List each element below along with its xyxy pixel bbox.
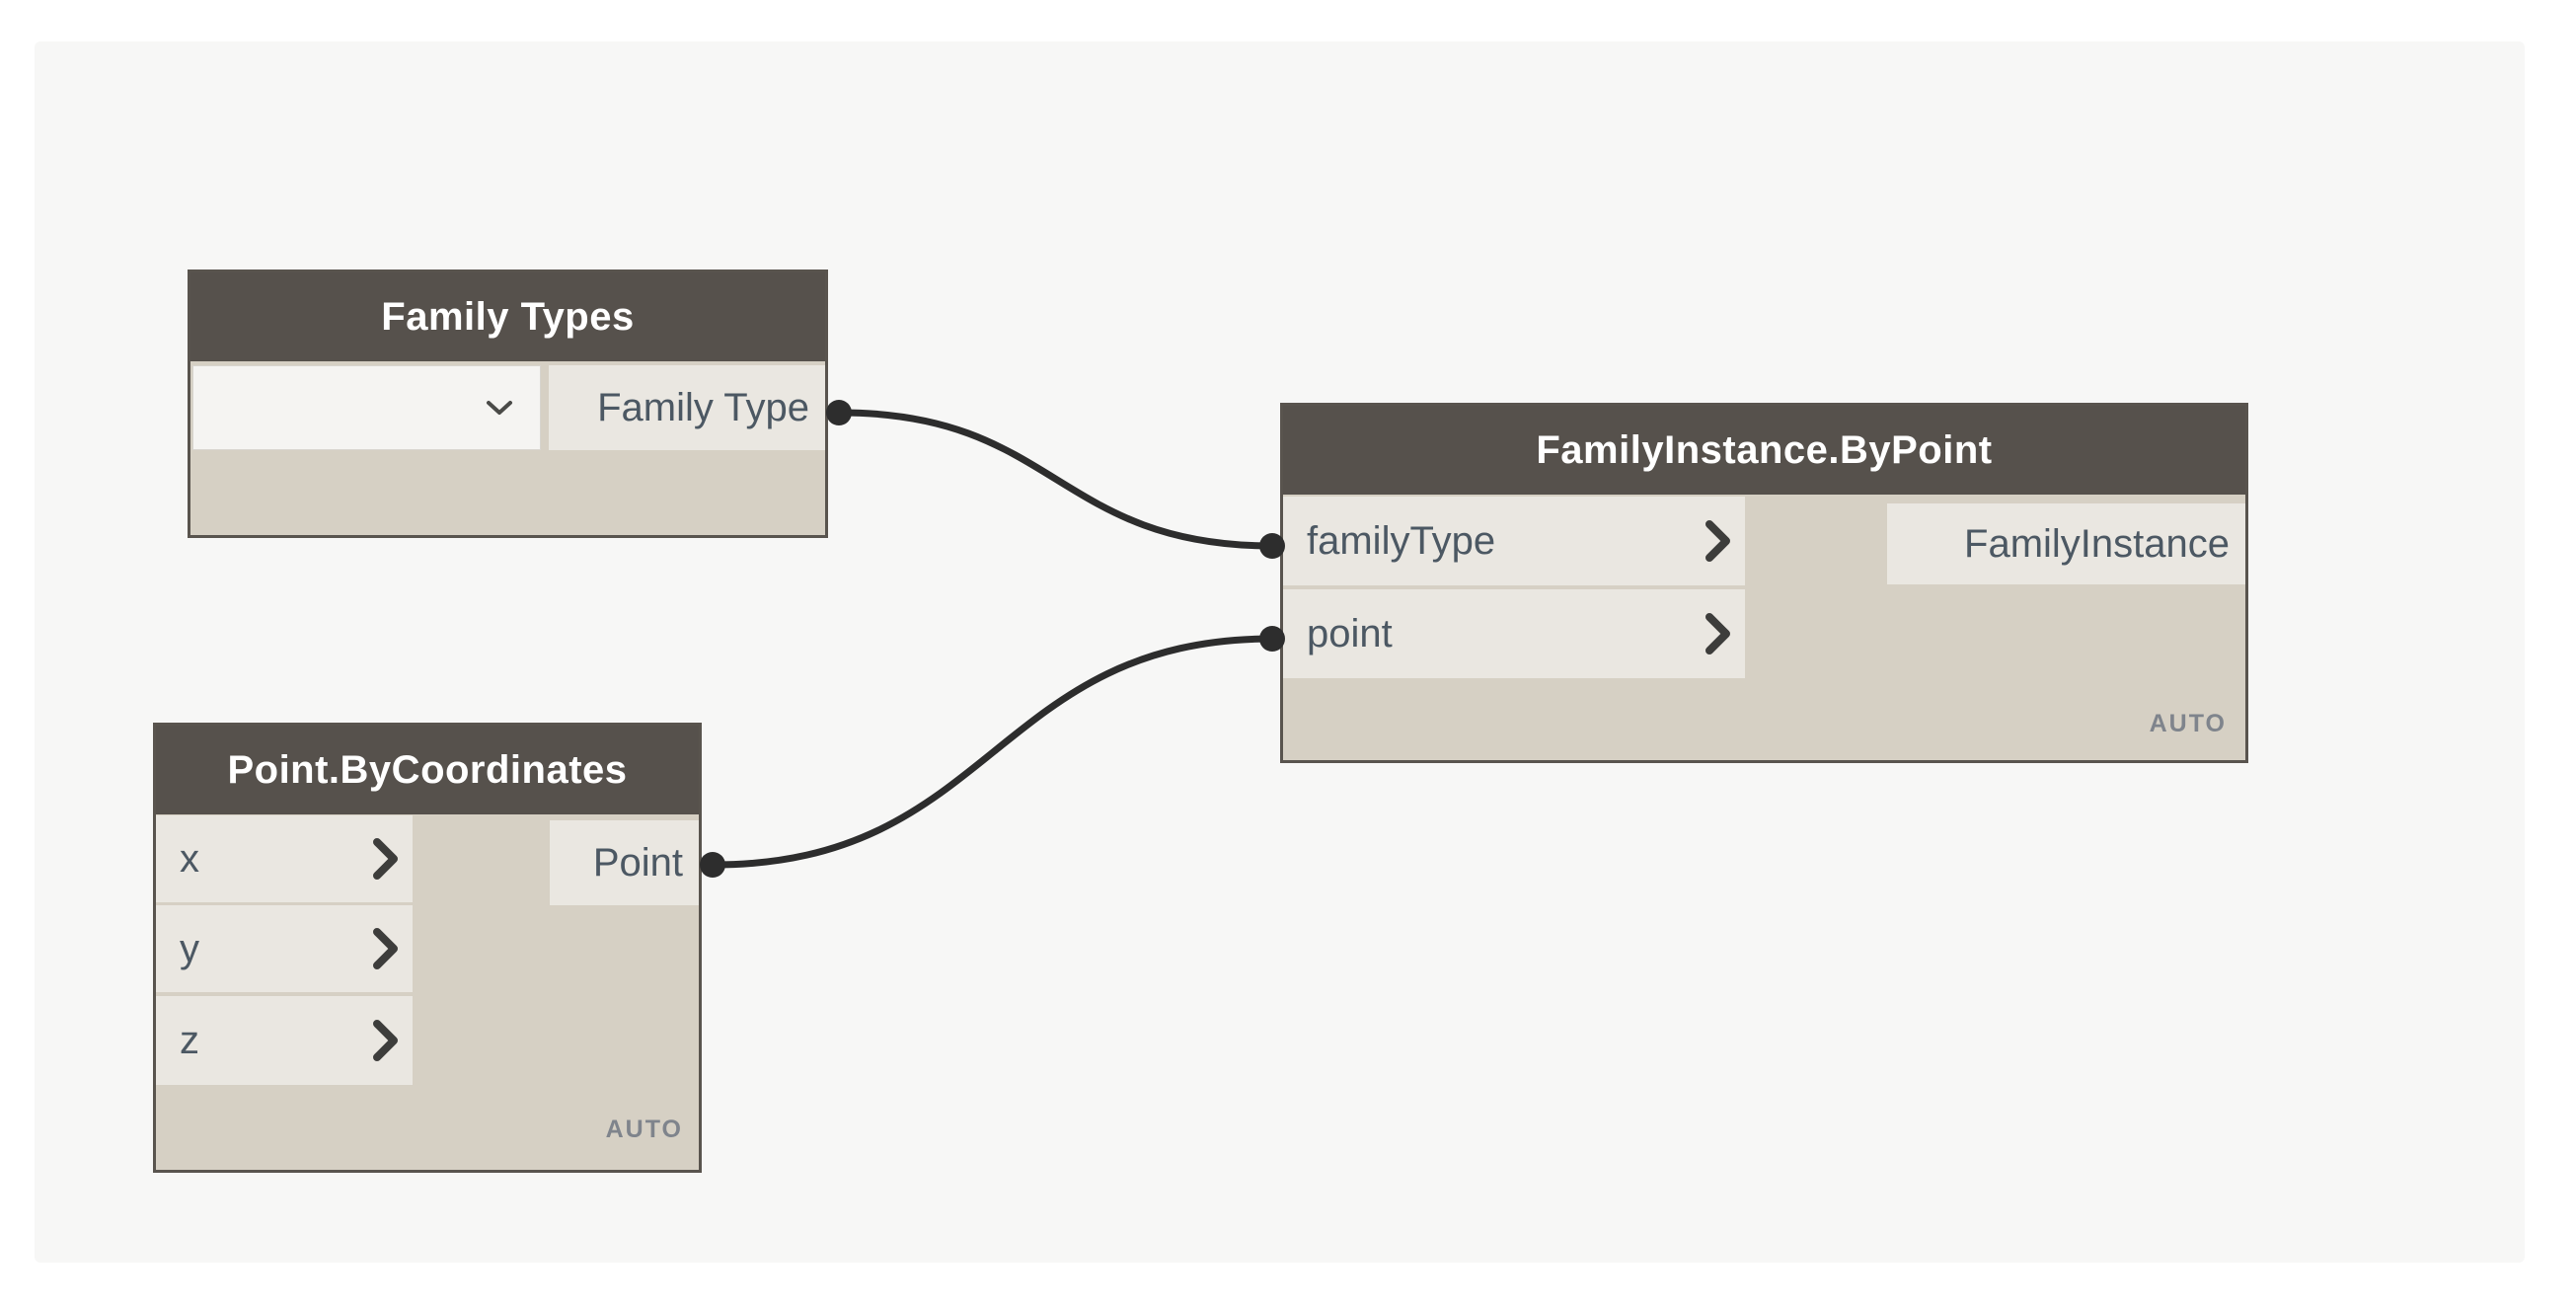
output-port-familyinstance[interactable]: FamilyInstance <box>1887 503 2245 584</box>
input-port-label: z <box>180 1018 199 1062</box>
input-port-x[interactable]: x <box>156 815 413 902</box>
output-port-label: Point <box>592 840 683 885</box>
node-point-bycoordinates-body: x y z Point AUTO <box>156 814 699 1170</box>
node-title: Family Types <box>381 294 635 339</box>
input-port-label: point <box>1307 611 1393 655</box>
lacing-badge: AUTO <box>605 1116 683 1143</box>
chevron-right-icon <box>373 1020 398 1061</box>
output-port-label: FamilyInstance <box>1964 521 2230 566</box>
lacing-badge: AUTO <box>2149 710 2227 737</box>
input-port-y[interactable]: y <box>156 905 413 992</box>
node-familyinstance-bypoint-header[interactable]: FamilyInstance.ByPoint <box>1283 406 2245 495</box>
input-port-familytype[interactable]: familyType <box>1283 497 1745 585</box>
input-port-z[interactable]: z <box>156 996 413 1085</box>
node-title: FamilyInstance.ByPoint <box>1536 427 1993 472</box>
chevron-right-icon <box>1705 520 1730 562</box>
node-familyinstance-bypoint[interactable]: FamilyInstance.ByPoint familyType point … <box>1280 403 2248 763</box>
chevron-right-icon <box>1705 613 1730 655</box>
chevron-right-icon <box>373 838 398 880</box>
node-family-types-body: Family Type <box>190 361 825 535</box>
output-port-point[interactable]: Point <box>550 820 699 905</box>
node-family-types[interactable]: Family Types Family Type <box>188 270 828 538</box>
output-port-family-type[interactable]: Family Type <box>549 365 825 450</box>
node-family-types-header[interactable]: Family Types <box>190 272 825 361</box>
node-familyinstance-bypoint-body: familyType point FamilyInstance AUTO <box>1283 495 2245 760</box>
input-port-label: familyType <box>1307 518 1496 563</box>
chevron-down-icon <box>487 400 512 415</box>
input-port-point[interactable]: point <box>1283 589 1745 678</box>
output-port-label: Family Type <box>597 385 809 429</box>
input-port-label: x <box>180 836 199 881</box>
chevron-right-icon <box>373 928 398 969</box>
input-port-label: y <box>180 926 199 970</box>
node-point-bycoordinates[interactable]: Point.ByCoordinates x y z Point AUTO <box>153 723 702 1173</box>
node-title: Point.ByCoordinates <box>227 747 628 792</box>
node-point-bycoordinates-header[interactable]: Point.ByCoordinates <box>156 726 699 814</box>
family-type-dropdown[interactable] <box>192 365 541 450</box>
